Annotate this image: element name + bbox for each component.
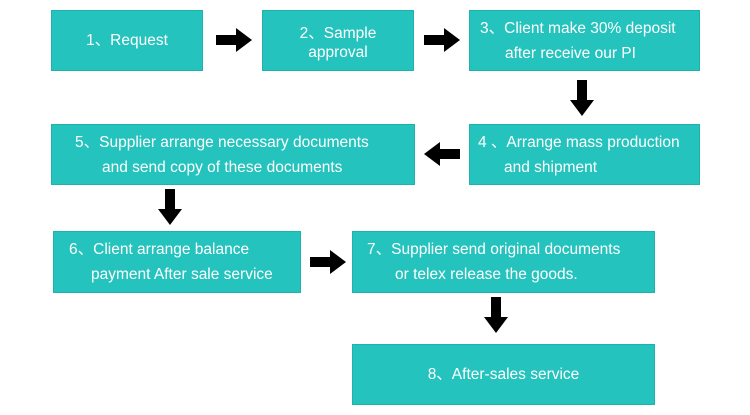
step-7-line-2: or telex release the goods. [395,266,578,283]
step-8-box: 8、After-sales service [352,344,655,405]
step-5-line-2: and send copy of these documents [102,158,343,176]
arrow-2-to-3 [424,28,460,52]
step-2-line-2: approval [308,44,368,61]
step-1-line-1: 1、Request [86,32,168,49]
step-3-line-1: 3、Client make 30% deposit [480,19,676,37]
arrow-5-to-6 [158,189,182,225]
step-5-box: 5、Supplier arrange necessary documents a… [51,124,415,185]
step-4-line-2: and shipment [504,158,598,176]
step-8-line-1: 8、After-sales service [427,366,580,383]
step-7-box: 7、Supplier send original documents or te… [352,231,655,293]
step-6-box: 6、Client arrange balance payment After s… [53,231,301,293]
arrow-6-to-7 [310,250,346,274]
step-2-line-1: 2、Sample [299,25,377,42]
step-6-line-1: 6、Client arrange balance [69,241,250,258]
step-7-line-1: 7、Supplier send original documents [367,241,621,258]
step-6-line-2: payment After sale service [91,266,273,283]
step-1-box: 1、Request [51,10,203,71]
arrow-1-to-2 [216,28,252,52]
step-3-box: 3、Client make 30% deposit after receive … [469,10,700,71]
step-4-box: 4 、Arrange mass production and shipment [469,124,700,185]
arrow-4-to-5 [424,142,460,166]
step-4-line-1: 4 、Arrange mass production [478,133,680,151]
arrow-3-to-4 [570,80,594,116]
arrow-7-to-8 [484,297,508,333]
step-3-line-2: after receive our PI [505,44,636,62]
step-5-line-1: 5、Supplier arrange necessary documents [75,133,369,151]
step-2-box: 2、Sample approval [262,10,414,71]
